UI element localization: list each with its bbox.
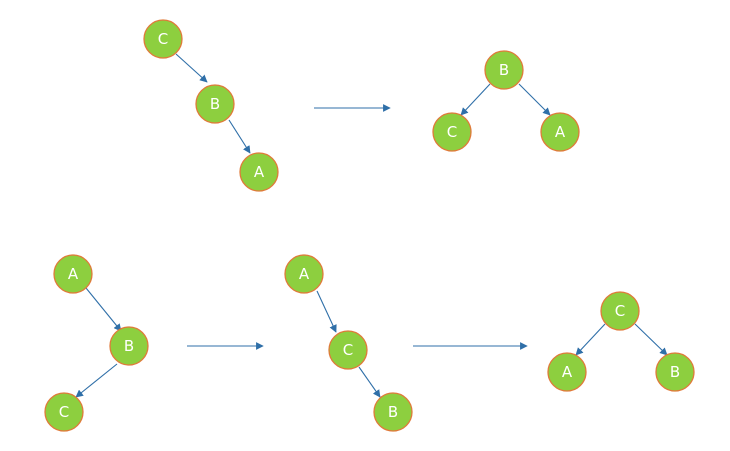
node-a: A — [547, 352, 587, 392]
node-a: A — [284, 254, 324, 294]
edge-c-to-b — [358, 366, 381, 398]
node-c: C — [432, 112, 472, 152]
node-label: B — [124, 337, 134, 355]
node-b: B — [655, 352, 695, 392]
edge-a-to-c — [316, 290, 337, 333]
node-label: C — [615, 302, 625, 320]
node-b: B — [195, 84, 235, 124]
node-a: A — [540, 112, 580, 152]
top-after-tree: B C A — [432, 50, 580, 152]
node-c: C — [44, 392, 84, 432]
edge-b-to-c — [75, 363, 118, 398]
node-a: A — [239, 152, 279, 192]
edge-c-to-b — [634, 323, 668, 356]
node-a: A — [53, 254, 93, 294]
node-label: C — [59, 403, 69, 421]
node-label: C — [447, 123, 457, 141]
node-c: C — [328, 330, 368, 370]
node-label: A — [254, 163, 265, 181]
node-label: B — [210, 95, 220, 113]
node-label: B — [499, 61, 509, 79]
node-label: C — [158, 30, 168, 48]
edge-a-to-b — [85, 287, 122, 332]
node-label: B — [670, 363, 680, 381]
bottom-stage3-tree: C A B — [547, 291, 695, 392]
edge-b-to-a — [518, 83, 551, 116]
bottom-stage2-tree: A C B — [284, 254, 413, 432]
edge-c-to-b — [175, 53, 208, 83]
edge-c-to-a — [575, 323, 606, 356]
node-label: A — [555, 123, 566, 141]
node-label: A — [562, 363, 573, 381]
node-label: B — [388, 403, 398, 421]
edge-b-to-a — [228, 119, 251, 154]
node-b: B — [484, 50, 524, 90]
node-b: B — [109, 326, 149, 366]
edge-b-to-c — [460, 83, 491, 116]
node-label: A — [299, 265, 310, 283]
node-b: B — [373, 392, 413, 432]
node-label: C — [343, 341, 353, 359]
top-before-tree: C B A — [143, 19, 279, 192]
node-c: C — [600, 291, 640, 331]
node-label: A — [68, 265, 79, 283]
bottom-stage1-tree: A B C — [44, 254, 149, 432]
node-c: C — [143, 19, 183, 59]
